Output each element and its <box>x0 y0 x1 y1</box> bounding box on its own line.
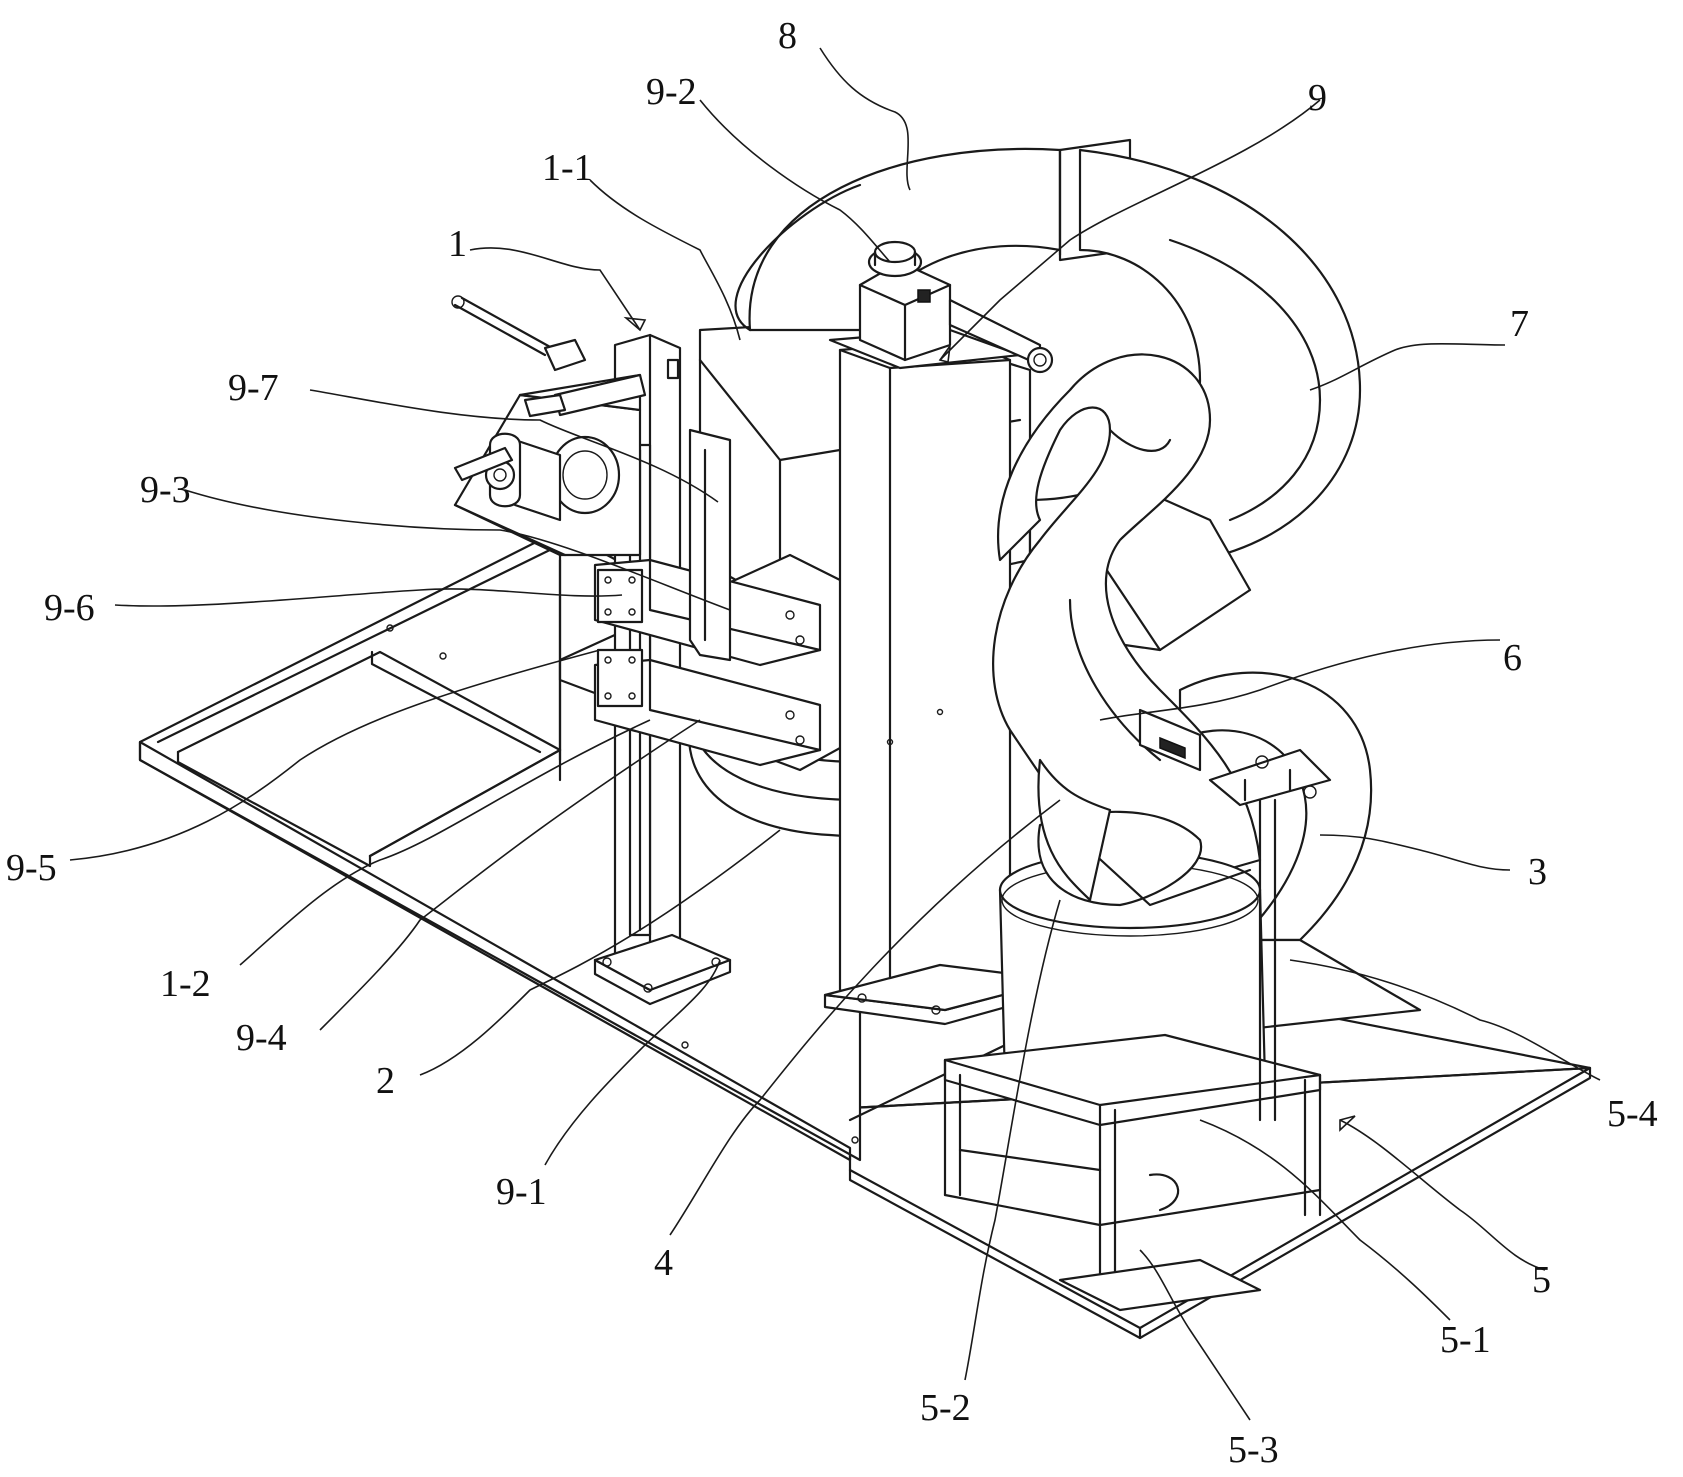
label-9-4: 9-4 <box>236 1017 287 1059</box>
label-9-1: 9-1 <box>496 1171 547 1213</box>
label-9: 9 <box>1308 77 1327 119</box>
label-1-1: 1-1 <box>542 147 593 189</box>
label-1-2: 1-2 <box>160 963 211 1005</box>
motor-unit-9-7 <box>451 295 647 557</box>
label-8: 8 <box>778 15 797 57</box>
label-6: 6 <box>1503 637 1522 679</box>
leader-lines <box>69 47 1601 1421</box>
label-7: 7 <box>1510 303 1529 345</box>
label-4: 4 <box>654 1242 673 1284</box>
label-3: 3 <box>1528 851 1547 893</box>
label-5-3: 5-3 <box>1228 1429 1279 1471</box>
label-5-2: 5-2 <box>920 1387 971 1429</box>
label-9-6: 9-6 <box>44 587 95 629</box>
label-2: 2 <box>376 1060 395 1102</box>
duct-3 <box>1178 671 1422 1032</box>
label-9-5: 9-5 <box>6 847 57 889</box>
linear-guide-9-7 <box>688 428 732 662</box>
stand-5-3 <box>943 1033 1322 1312</box>
label-5-1: 5-1 <box>1440 1319 1491 1361</box>
label-9-3: 9-3 <box>140 469 191 511</box>
label-9-2: 9-2 <box>646 71 697 113</box>
bracket-5-4 <box>1208 748 1332 1122</box>
label-5: 5 <box>1532 1259 1551 1301</box>
motor-9-2 <box>858 240 1054 374</box>
callout-labels: 8 9-2 9 1-1 1 7 9-7 9-3 9-6 6 9-5 3 1-2 … <box>6 15 1658 1471</box>
label-1: 1 <box>448 223 467 265</box>
label-9-7: 9-7 <box>228 367 279 409</box>
label-5-4: 5-4 <box>1607 1093 1658 1135</box>
control-box-6 <box>1138 708 1202 772</box>
